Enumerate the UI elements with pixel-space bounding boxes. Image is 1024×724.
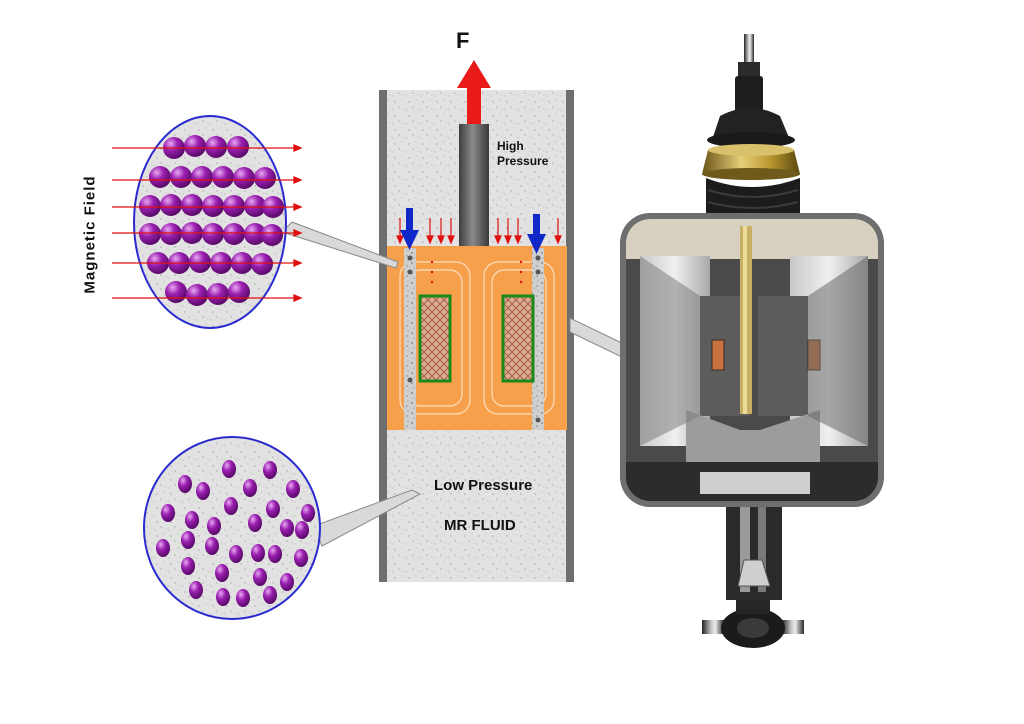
field-arrow-icon	[112, 259, 303, 267]
coil-left	[418, 294, 452, 383]
gap-particles	[407, 255, 541, 423]
field-arrow-icon	[396, 218, 404, 245]
mr-damper-photo	[620, 34, 884, 648]
high-pressure-label: High Pressure	[497, 139, 567, 169]
flow-arrow-icon	[400, 208, 419, 250]
magnetic-field-label: Magnetic Field	[81, 175, 99, 294]
field-markers	[430, 260, 523, 284]
annular-gap-right	[532, 248, 544, 430]
callout-photo	[569, 317, 629, 361]
high-pressure-label-line2: Pressure	[497, 154, 549, 168]
magnetic-field-arrows	[112, 144, 303, 302]
cylinder-wall-left	[379, 90, 387, 582]
bottom-eye-pin-right	[782, 620, 804, 634]
field-arrow-icon	[112, 203, 303, 211]
dispersed-particles	[156, 460, 315, 607]
mr-fluid-label: MR FLUID	[444, 517, 516, 534]
pressure-arrows	[396, 218, 562, 245]
brass-mount	[702, 150, 800, 174]
field-arrow-icon	[112, 176, 303, 184]
low-pressure-label: Low Pressure	[434, 477, 533, 494]
bottom-eye-pin-left	[702, 620, 724, 634]
field-arrow-icon	[112, 144, 303, 152]
high-pressure-label-line1: High	[497, 139, 524, 153]
flow-arrow-icon	[527, 214, 546, 254]
top-stud	[744, 34, 754, 66]
annular-gap-left	[404, 248, 416, 430]
lens-field-on	[112, 115, 303, 329]
force-arrow-icon	[457, 60, 491, 124]
damper-cross-section	[379, 60, 574, 582]
field-arrow-icon	[112, 229, 303, 237]
field-arrow-icon	[112, 294, 303, 302]
cylinder-wall-right	[566, 90, 574, 582]
coil-right	[501, 294, 535, 383]
piston-rod	[459, 124, 489, 248]
cutaway-view	[626, 219, 878, 501]
force-label: F	[456, 28, 470, 53]
particle-icon	[156, 460, 315, 607]
lens-field-off	[143, 436, 321, 620]
callout-top	[281, 221, 399, 269]
